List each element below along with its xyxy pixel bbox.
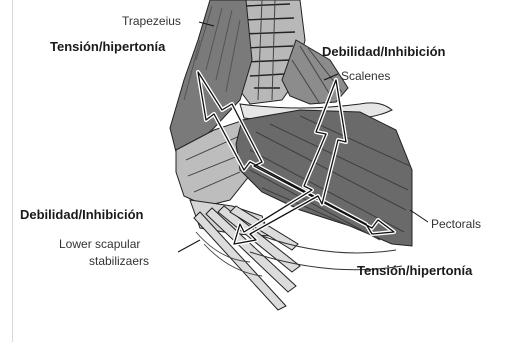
label-tension-top: Tensión/hipertonía bbox=[50, 40, 165, 53]
label-tension-bottom: Tensión/hipertonía bbox=[357, 264, 472, 277]
label-weakness-top: Debilidad/Inhibición bbox=[322, 45, 446, 58]
label-lower-scapular: Lower scapular bbox=[59, 238, 140, 250]
label-pectorals: Pectorals bbox=[431, 218, 481, 230]
label-weakness-bottom: Debilidad/Inhibición bbox=[20, 208, 144, 221]
label-stabilizaers: stabilizaers bbox=[89, 255, 149, 267]
label-scalenes: Scalenes bbox=[341, 70, 390, 82]
label-trapezeius: Trapezeius bbox=[122, 15, 181, 27]
